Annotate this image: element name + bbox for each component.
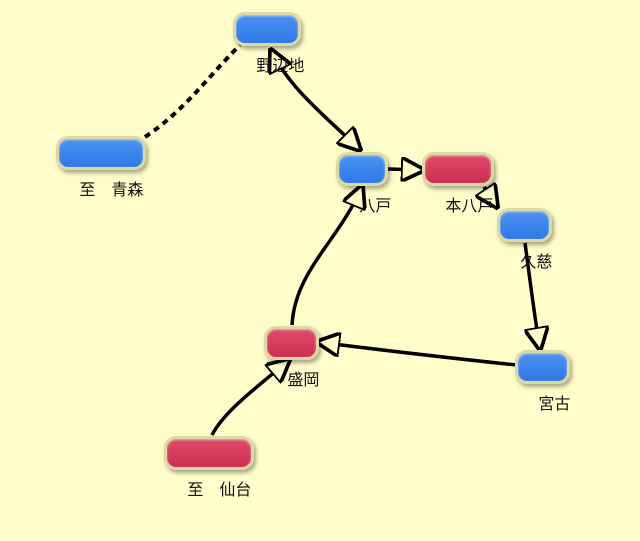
edge-kuji-miyako	[523, 242, 540, 349]
node-kuji[interactable]: 久慈	[497, 208, 552, 271]
edge-noheji-hachinohe	[271, 50, 360, 150]
edge-aomori-noheji	[143, 43, 242, 139]
node-to-aomori-label: 至 青森	[79, 180, 144, 199]
node-morioka[interactable]: 盛岡	[264, 326, 319, 389]
node-noheji-label: 野辺地	[256, 56, 305, 75]
node-morioka-label: 盛岡	[287, 370, 320, 389]
node-kuji-label: 久慈	[520, 252, 553, 271]
edge-layer	[143, 43, 640, 436]
node-miyako-label: 宮古	[538, 394, 571, 413]
edge-hachinohe-honhachinohe	[387, 169, 423, 170]
route-diagram: 野辺地 至 青森 八戸 本八戸 久慈 宮古 盛岡 至 仙台	[56, 12, 640, 499]
edge-honhachinohe-kuji	[484, 187, 497, 207]
edge-sendai-morioka	[210, 360, 289, 436]
edge-miyako-morioka	[318, 342, 517, 367]
node-to-sendai[interactable]: 至 仙台	[164, 436, 254, 499]
node-to-aomori[interactable]: 至 青森	[56, 136, 146, 199]
node-noheji[interactable]: 野辺地	[233, 12, 304, 75]
node-hachinohe[interactable]: 八戸	[336, 152, 391, 215]
node-honhachinohe[interactable]: 本八戸	[422, 152, 494, 215]
node-to-sendai-label: 至 仙台	[187, 480, 252, 499]
node-hachinohe-label: 八戸	[359, 196, 392, 215]
node-honhachinohe-label: 本八戸	[445, 196, 494, 215]
edge-morioka-hachinohe	[290, 186, 362, 326]
node-miyako[interactable]: 宮古	[515, 350, 570, 413]
